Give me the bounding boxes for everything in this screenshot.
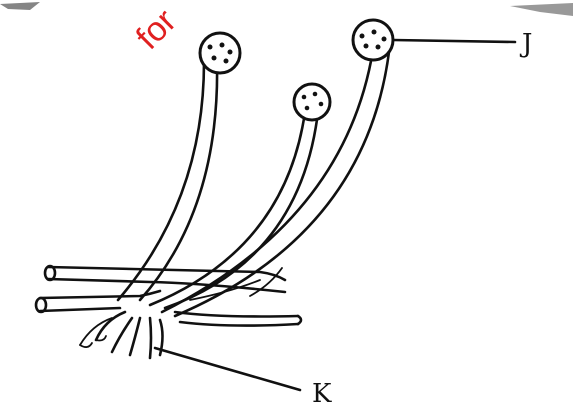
stolon-right-end	[298, 316, 301, 324]
sporangiophore-middle-b	[165, 112, 318, 308]
pointer-line-k	[155, 348, 300, 390]
sporangia	[200, 20, 393, 120]
stolon-right-bottom	[180, 322, 298, 326]
sporangium-left	[200, 33, 240, 73]
sporangiophore-left-b	[140, 62, 217, 300]
sporangium-right	[353, 20, 393, 60]
rhizoid-4	[130, 318, 140, 355]
label-k: K	[312, 379, 332, 407]
label-j: J	[519, 29, 532, 59]
pointer-line-j	[393, 40, 515, 42]
sporangiophore-left-a	[118, 62, 204, 300]
stolon-upper-bottom	[48, 279, 285, 292]
stolon-upper-top	[48, 267, 285, 280]
rhizoids	[80, 312, 163, 358]
sporangium-middle	[294, 84, 330, 120]
scan-smudges	[0, 2, 573, 16]
sporangiophores	[118, 50, 389, 316]
stolon-lower-bottom	[40, 308, 120, 311]
rhizoid-5	[150, 318, 151, 358]
sporangiophore-right-b	[175, 52, 389, 316]
watermark-text: for	[129, 2, 184, 57]
stolon-right-top	[175, 312, 298, 317]
rhizoid-3	[112, 318, 132, 352]
